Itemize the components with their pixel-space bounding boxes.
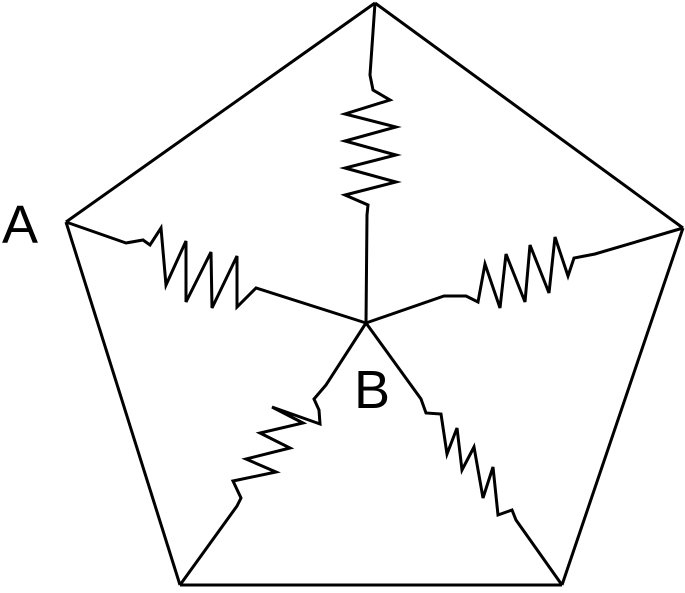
- edge-left: [64, 221, 182, 586]
- node-a-label: A: [2, 195, 38, 255]
- resistor-bottom-left: [178, 322, 368, 586]
- edge-top-left: [65, 1, 376, 224]
- edge-right: [560, 227, 685, 586]
- edge-top-right: [374, 1, 684, 230]
- resistor-bottom-right: [364, 322, 564, 586]
- resistor-top: [339, 2, 402, 324]
- node-b-label: B: [354, 360, 390, 420]
- resistor-right: [365, 226, 684, 325]
- pentagon-outline: [64, 1, 685, 587]
- resistor-left: [65, 220, 367, 325]
